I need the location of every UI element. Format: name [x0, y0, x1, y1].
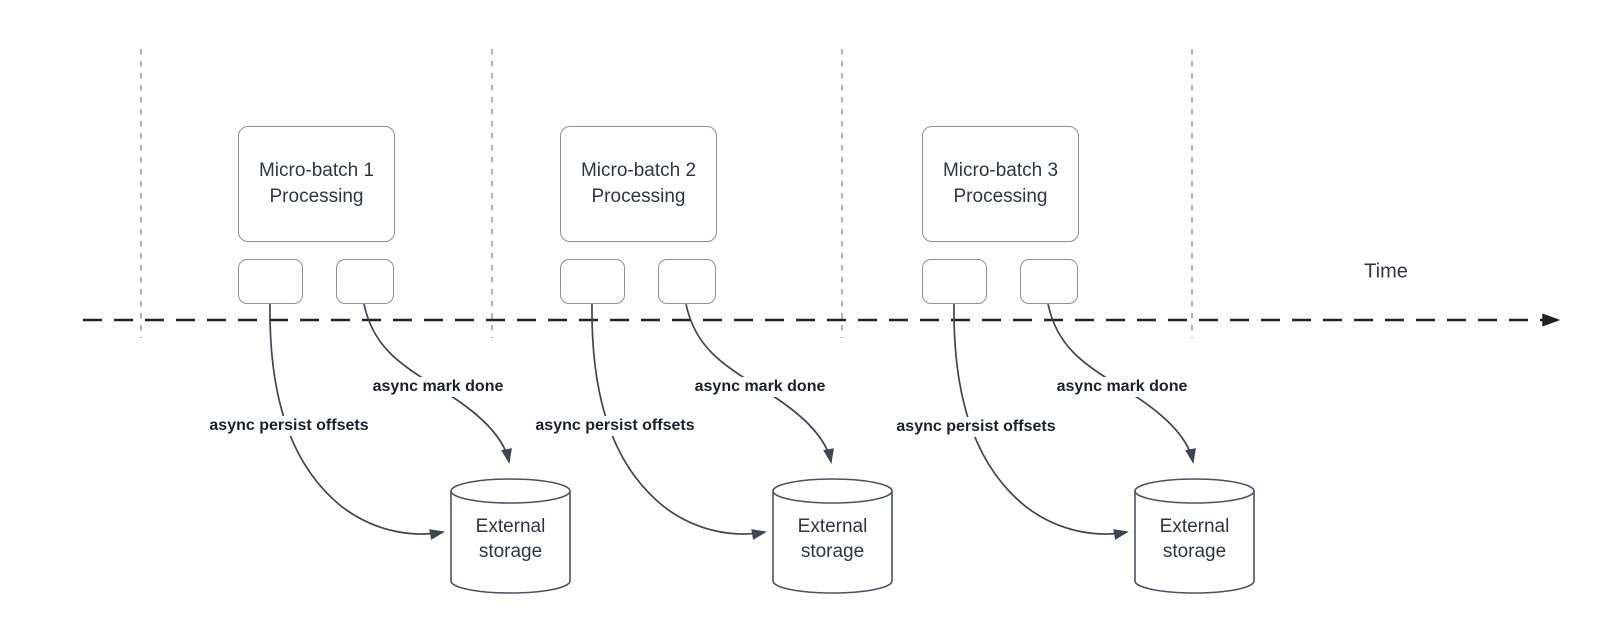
mark-done-label: async mark done [1051, 377, 1193, 397]
micro-batch-2-offset-task-box [560, 259, 625, 304]
persist-offsets-label: async persist offsets [891, 417, 1061, 437]
process-box-label-line2: Processing [591, 186, 686, 207]
storage-label-line1: External [1159, 516, 1230, 537]
process-box-label-line1: Micro-batch 1 [258, 160, 375, 181]
mark-done-label: async mark done [689, 377, 831, 397]
storage-label-line2: storage [1162, 541, 1227, 562]
storage-label-line1: External [475, 516, 546, 537]
process-box-label-line1: Micro-batch 2 [580, 160, 697, 181]
external-storage-cylinder [450, 478, 571, 594]
time-label: Time [1364, 260, 1408, 283]
process-box-label-line2: Processing [269, 186, 364, 207]
external-storage-cylinder [772, 478, 893, 594]
micro-batch-1-done-task-box [336, 259, 394, 304]
process-box-label-line1: Micro-batch 3 [942, 160, 1059, 181]
async-persist-offsets-arrow [591, 303, 767, 540]
external-storage-label: External storage [773, 514, 892, 564]
micro-batch-3-offset-task-box [922, 259, 987, 304]
micro-batch-3-done-task-box [1020, 259, 1078, 304]
micro-batch-1-offset-task-box [238, 259, 303, 304]
async-persist-offsets-arrow [953, 303, 1129, 540]
persist-offsets-label: async persist offsets [204, 416, 374, 436]
external-storage-label: External storage [1135, 514, 1254, 564]
storage-label-line2: storage [800, 541, 865, 562]
external-storage-cylinder [1134, 478, 1255, 594]
micro-batch-1-processing-box: Micro-batch 1 Processing [238, 126, 395, 242]
async-persist-offsets-arrow [269, 303, 445, 540]
micro-batch-3-processing-box: Micro-batch 3 Processing [922, 126, 1079, 242]
mark-done-label: async mark done [367, 377, 509, 397]
storage-label-line1: External [797, 516, 868, 537]
storage-label-line2: storage [478, 541, 543, 562]
persist-offsets-label: async persist offsets [530, 416, 700, 436]
external-storage-label: External storage [451, 514, 570, 564]
micro-batch-2-processing-box: Micro-batch 2 Processing [560, 126, 717, 242]
micro-batch-2-done-task-box [658, 259, 716, 304]
process-box-label-line2: Processing [953, 186, 1048, 207]
